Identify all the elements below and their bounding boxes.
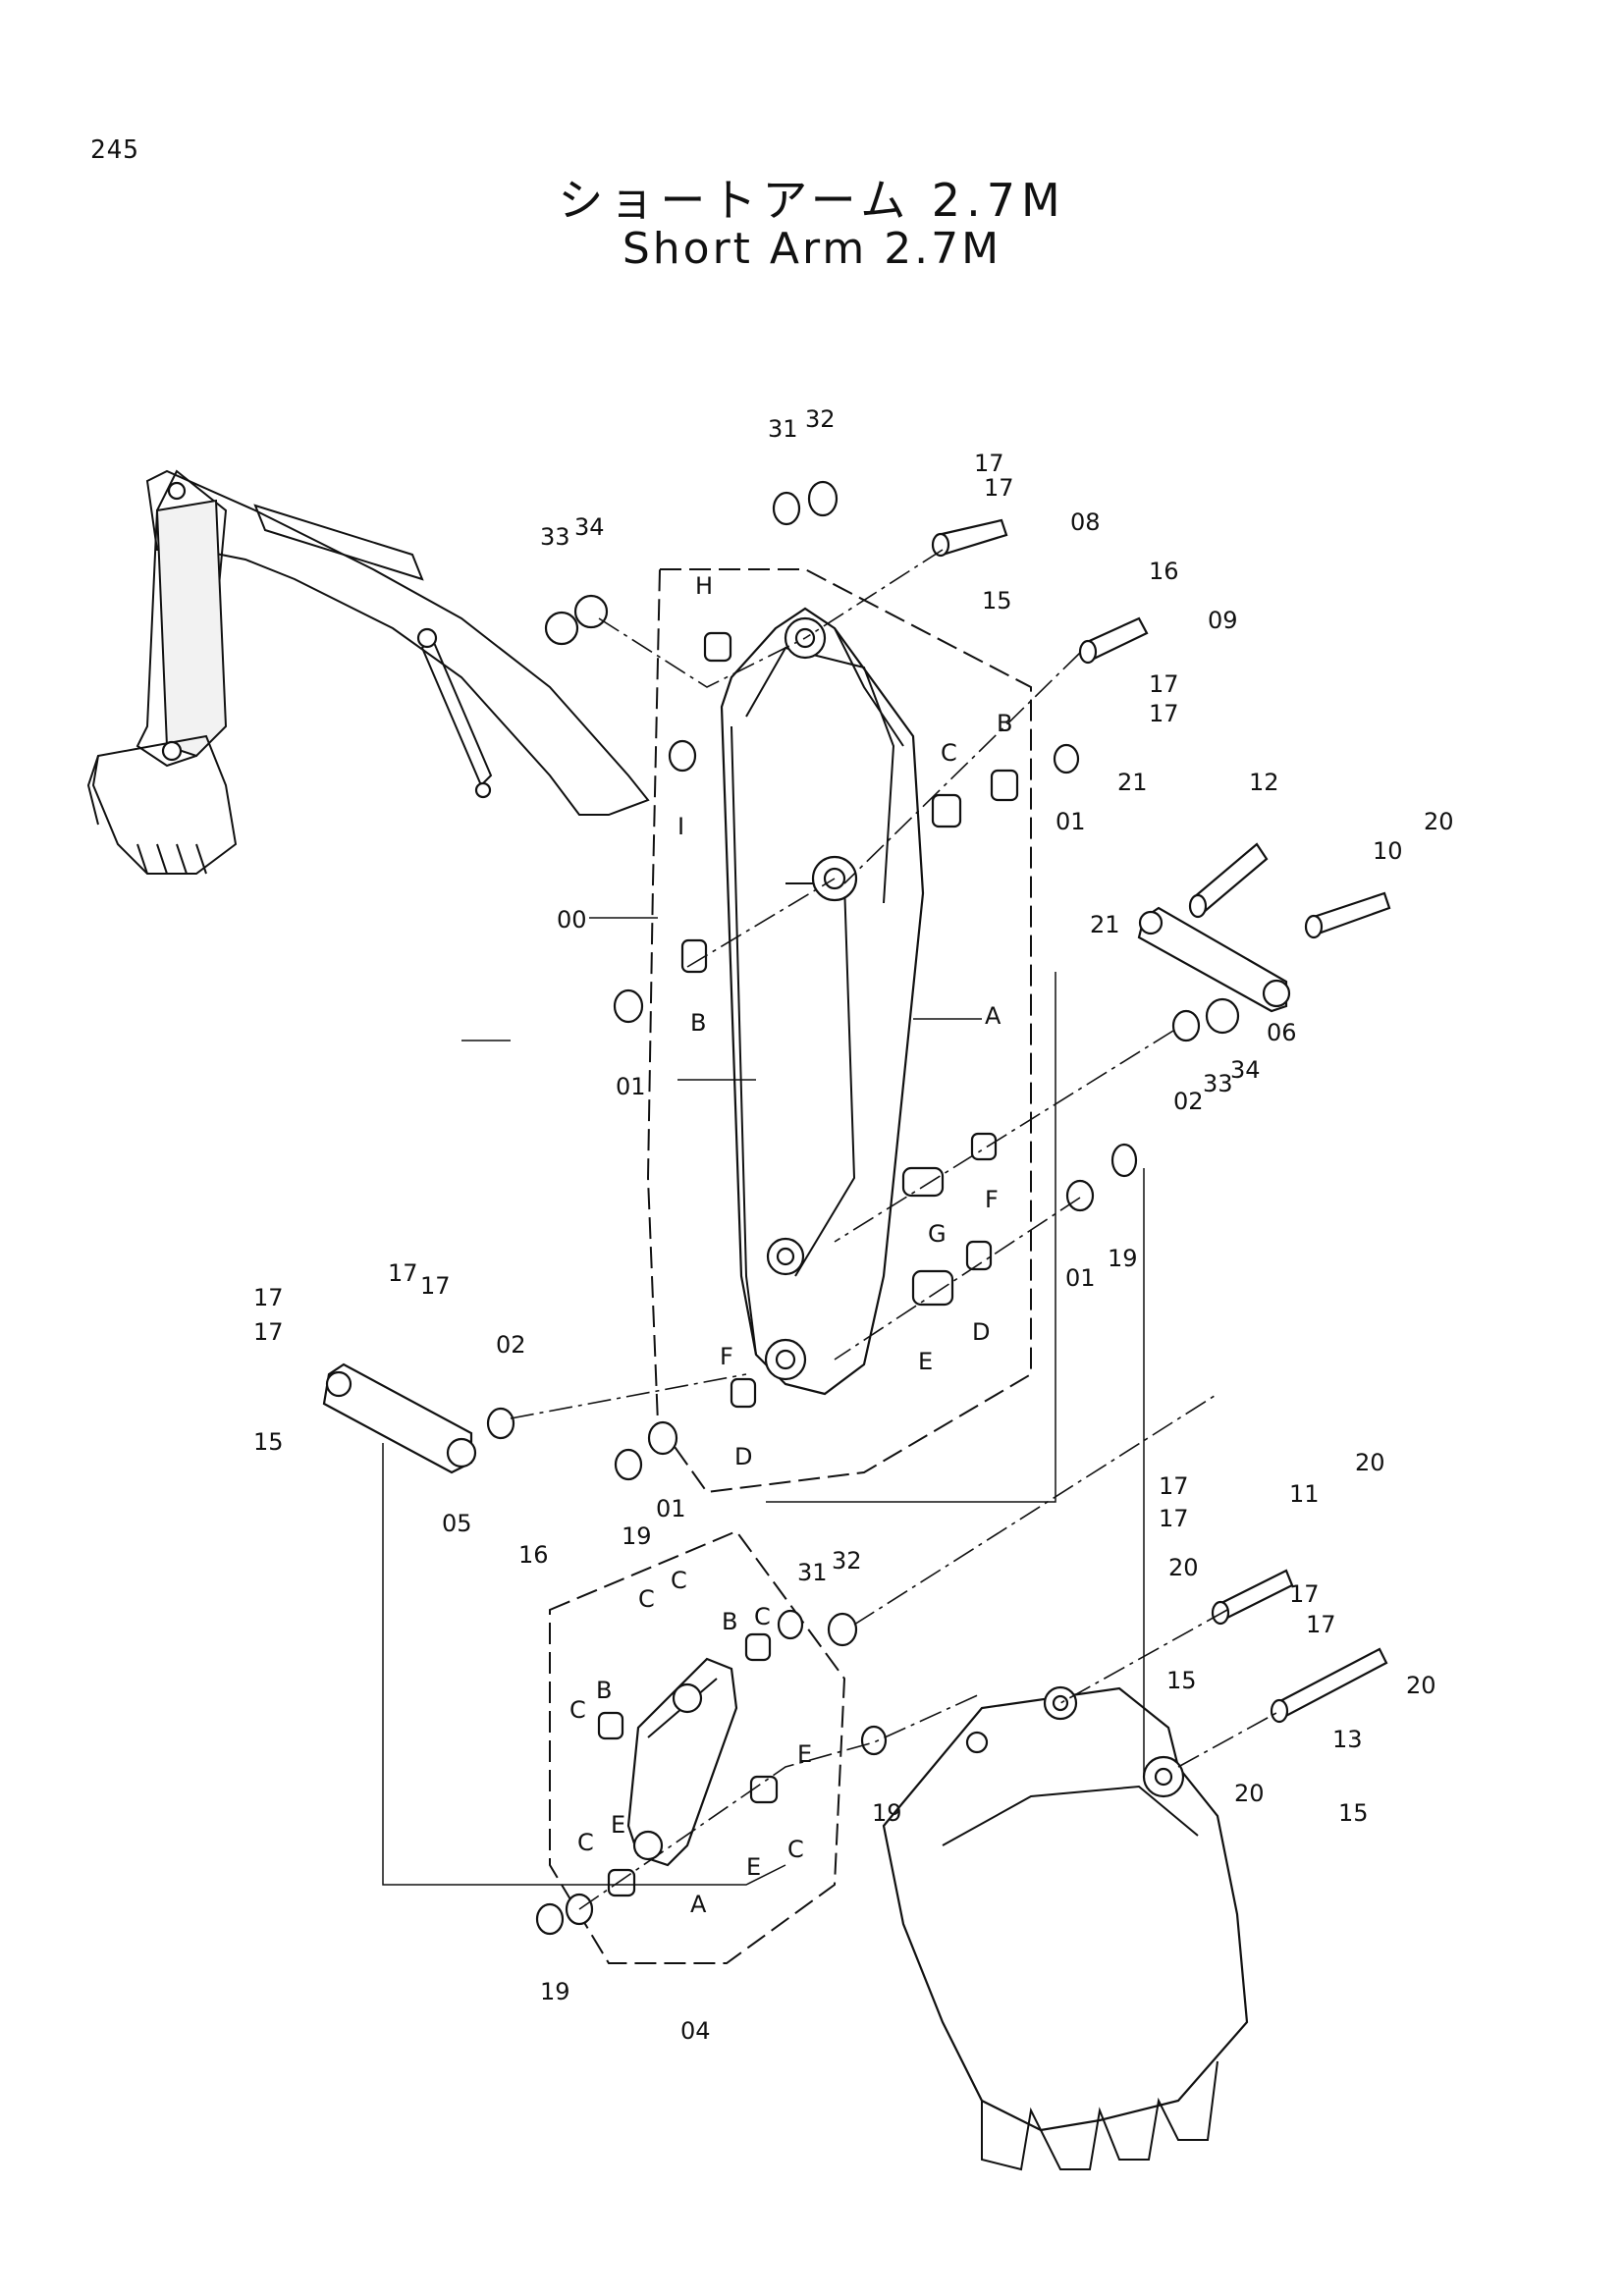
callout-17: 17 [1159,1505,1189,1532]
callout-C: C [754,1603,771,1630]
callout-C: C [569,1696,586,1724]
callout-04: 04 [680,2017,711,2045]
callout-A: A [985,1002,1001,1030]
title-japanese: ショートアーム 2.7M [558,174,1066,227]
callout-D: D [972,1318,990,1346]
callout-17: 17 [1149,670,1179,698]
callout-B: B [596,1677,612,1704]
callout-06: 06 [1267,1019,1297,1046]
link-assembly-boundary [549,1529,846,1964]
callout-09: 09 [1208,607,1238,634]
callout-31: 31 [768,415,798,443]
callout-20: 20 [1355,1449,1385,1476]
callout-01: 01 [1065,1264,1096,1292]
callout-08: 08 [1070,508,1101,536]
title-english: Short Arm 2.7M [622,224,1002,274]
callout-16: 16 [1149,558,1179,585]
callout-17: 17 [984,474,1014,502]
callout-32: 32 [832,1547,862,1575]
callout-A: A [690,1891,707,1918]
callout-15: 15 [1338,1799,1369,1827]
callout-B: B [722,1608,737,1635]
callout-G: G [928,1220,947,1248]
callout-19: 19 [1108,1245,1138,1272]
callout-02: 02 [496,1331,526,1359]
callout-17: 17 [1289,1580,1320,1608]
link-assembly [626,1657,738,1867]
callout-C: C [787,1836,804,1863]
callout-16: 16 [518,1541,549,1569]
callout-17: 17 [253,1284,284,1311]
callout-E: E [918,1348,933,1375]
callout-21: 21 [1117,769,1148,796]
callout-C: C [638,1585,655,1613]
arm-assembly-boundary [646,568,1032,1494]
callout-01: 01 [616,1073,646,1100]
callout-15: 15 [982,587,1012,614]
callout-E: E [746,1853,761,1881]
callout-15: 15 [253,1428,284,1456]
callout-15: 15 [1166,1667,1197,1694]
callout-B: B [690,1009,706,1037]
callout-10: 10 [1373,837,1403,865]
callout-12: 11 [1289,1480,1320,1508]
callout-F: F [720,1343,733,1370]
callout-17: 17 [420,1272,451,1300]
callout-01: 01 [1056,808,1086,835]
pins-and-bushings [486,480,1391,1936]
callout-19: 19 [540,1978,570,2005]
callout-I: I [677,813,684,840]
callout-19: 19 [622,1522,652,1550]
callout-20: 20 [1406,1672,1436,1699]
callout-E: E [611,1811,625,1839]
callout-02: 02 [1173,1088,1204,1115]
callout-05: 05 [442,1510,472,1537]
callout-33: 33 [1203,1070,1233,1097]
callout-20: 20 [1168,1554,1199,1581]
callout-13: 13 [1332,1726,1363,1753]
callout-20: 20 [1234,1780,1265,1807]
callout-34: 34 [574,513,605,541]
callout-00: 00 [557,906,587,934]
bucket-illustration [882,1685,1249,2171]
callout-17: 17 [1159,1472,1189,1500]
callout-H: H [695,572,713,600]
page-number: 245 [90,135,139,165]
callout-F: F [985,1186,999,1213]
callout-C: C [577,1829,594,1856]
callout-C: C [671,1567,687,1594]
callout-33: 33 [540,523,570,551]
callout-31: 31 [797,1559,828,1586]
callout-17: 17 [1306,1611,1336,1638]
callout-D: E [797,1740,812,1768]
excavator-overview-illustration [86,469,650,875]
callout-B: B [997,710,1012,737]
callout-labels: 31 32 17 17 08 33 34 H 16 15 09 17 17 B … [253,405,1454,2045]
leader-lines [382,549,1277,1910]
callout-C: C [941,739,957,767]
side-link [322,1362,477,1474]
right-link [1137,906,1291,1013]
callout-17: 17 [388,1259,418,1287]
callout-20: 20 [1424,808,1454,835]
callout-19: 19 [872,1799,902,1827]
callout-17: 17 [1149,700,1179,727]
callout-11: 12 [1249,769,1279,796]
callout-D: D [734,1443,752,1470]
short-arm-body [720,607,925,1396]
callout-17: 17 [974,450,1004,477]
callout-21: 21 [1090,911,1120,938]
callout-32: 32 [805,405,836,433]
callout-34: 34 [1230,1056,1261,1084]
callout-01: 01 [656,1495,686,1522]
callout-17: 17 [253,1318,284,1346]
